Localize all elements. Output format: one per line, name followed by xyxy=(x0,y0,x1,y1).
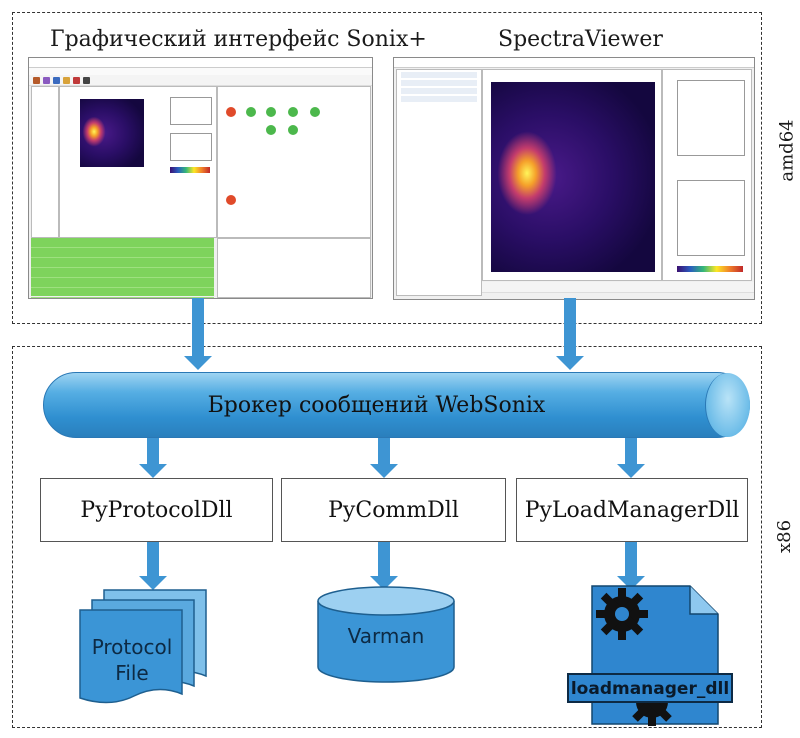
sonix-control-pane xyxy=(217,86,371,238)
arrow-down-icon xyxy=(139,542,167,590)
status-bulb-green-icon xyxy=(288,107,298,117)
pyloadmanagerdll-box: PyLoadManagerDll xyxy=(516,478,748,542)
sonix-variable-table xyxy=(217,238,371,298)
broker-cylinder-cap xyxy=(705,373,750,437)
sonix-density-heatmap xyxy=(80,99,144,167)
loadmanager-dll-label: loadmanager_dll xyxy=(570,679,730,699)
status-bulb-green-icon xyxy=(310,107,320,117)
arrow-down-icon xyxy=(556,298,584,370)
arrow-down-icon xyxy=(370,542,398,590)
x86-zone xyxy=(12,346,762,728)
spectra-window-titlebar xyxy=(394,58,754,68)
spectra-colorbar xyxy=(677,266,743,272)
spectra-toolbar xyxy=(482,282,754,293)
sonix-toolbar xyxy=(29,75,372,86)
status-bulb-red-icon xyxy=(226,107,236,117)
sonix-menubar xyxy=(29,68,372,75)
sonix-vertical-slice xyxy=(170,97,212,125)
spectra-slices-pane xyxy=(662,69,752,281)
spectraviewer-title: SpectraViewer xyxy=(498,27,663,52)
spectra-directory-tree xyxy=(396,69,482,296)
protocol-file-label: Protocol File xyxy=(80,634,184,686)
pycommdll-box: PyCommDll xyxy=(281,478,506,542)
sonix-log-panel xyxy=(31,238,214,298)
broker-label: Брокер сообщений WebSonix xyxy=(207,393,546,418)
protocol-file-line2: File xyxy=(115,661,149,685)
arrow-down-icon xyxy=(184,298,212,370)
spectra-horizontal-slice xyxy=(677,180,745,256)
status-bulb-green-icon xyxy=(266,107,276,117)
document-stack-icon xyxy=(79,589,207,704)
sonix-colorbar xyxy=(170,167,210,173)
status-bulb-green-icon xyxy=(246,107,256,117)
sonix-gui-title: Графический интерфейс Sonix+ xyxy=(50,27,427,52)
arrow-down-icon xyxy=(139,438,167,478)
gear-document-icon xyxy=(567,585,733,726)
database-icon xyxy=(317,586,455,683)
sonix-gui-screenshot xyxy=(28,57,373,299)
x86-label: x86 xyxy=(774,519,796,554)
sonix-side-panel xyxy=(31,86,59,238)
spectra-vertical-slice xyxy=(677,80,745,156)
arrow-down-icon xyxy=(617,438,645,478)
pyprotocoldll-box: PyProtocolDll xyxy=(40,478,273,542)
status-bulb-green-icon xyxy=(266,125,276,135)
status-bulb-green-icon xyxy=(288,125,298,135)
spectraviewer-screenshot xyxy=(393,57,755,300)
amd64-zone xyxy=(12,12,762,324)
spectra-density-heatmap xyxy=(491,82,655,272)
arrow-down-icon xyxy=(370,438,398,478)
sonix-plot-pane xyxy=(59,86,217,238)
sonix-horizontal-slice xyxy=(170,133,212,161)
protocol-file-line1: Protocol xyxy=(91,635,173,659)
websonix-broker: Брокер сообщений WebSonix xyxy=(43,372,750,438)
status-bulb-red-icon xyxy=(226,195,236,205)
amd64-label: amd64 xyxy=(776,119,798,182)
sonix-window-titlebar xyxy=(29,58,372,68)
spectra-density-plot xyxy=(482,69,662,281)
varman-label: Varman xyxy=(347,624,425,648)
